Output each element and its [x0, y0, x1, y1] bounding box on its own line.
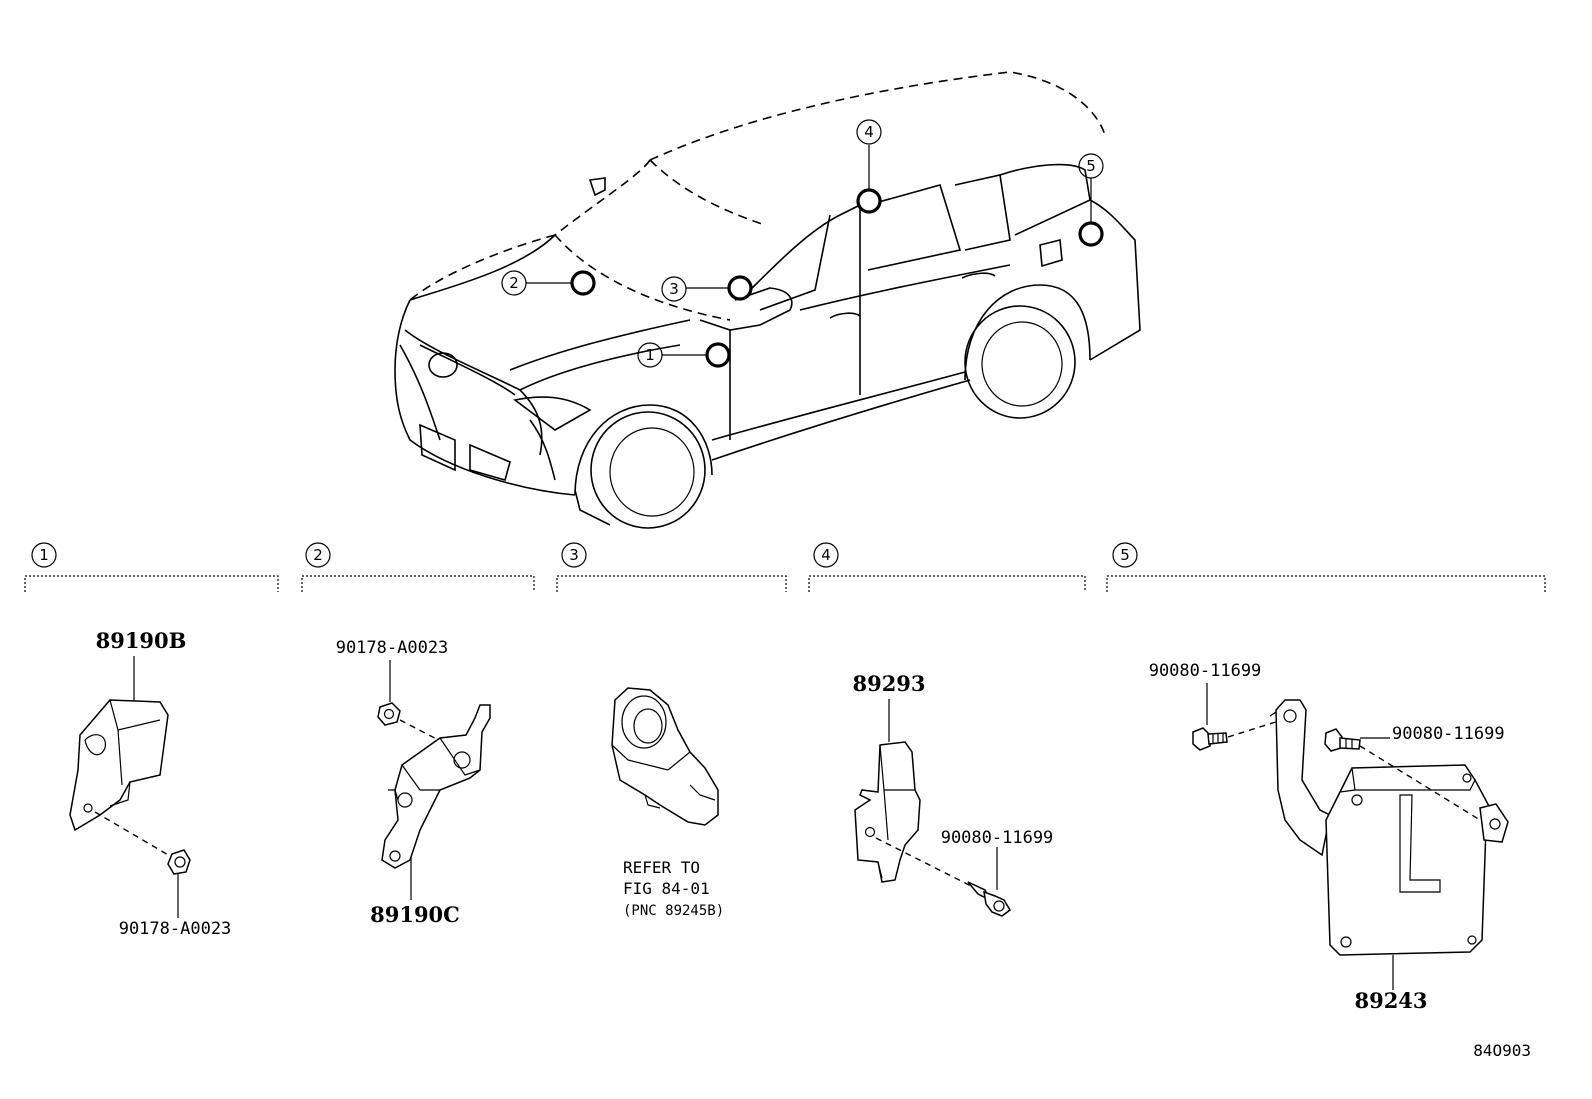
section-headers: 1 2 3 4 5	[24, 542, 1546, 592]
callout-1: 1	[637, 342, 663, 368]
section-5: 90080-11699 90080-11699	[1149, 661, 1509, 1013]
location-marker-5	[1078, 221, 1104, 247]
location-marker-4	[856, 188, 882, 214]
part-label-89190B: 89190B	[96, 628, 187, 653]
location-markers: 1 2 3 4 5	[501, 119, 1104, 368]
location-marker-3	[727, 275, 753, 301]
bolt-90080-11699-s5-right	[1324, 728, 1361, 752]
bolt-90080-11699-s5-left	[1192, 727, 1228, 751]
bolt-90080-11699-s4	[967, 881, 1011, 917]
location-marker-2	[570, 270, 596, 296]
section-header-5: 5	[1106, 542, 1546, 592]
callout-2: 2	[501, 270, 527, 296]
svg-text:1: 1	[39, 546, 49, 564]
section-3: REFER TO FIG 84-01 (PNC 89245B)	[611, 687, 724, 919]
svg-text:3: 3	[669, 280, 679, 298]
section-header-4: 4	[808, 542, 1086, 592]
note-pnc: (PNC 89245B)	[623, 903, 724, 919]
part-label-89243: 89243	[1354, 988, 1427, 1013]
section-header-1: 1	[24, 542, 279, 592]
svg-text:1: 1	[645, 346, 655, 364]
nut-90178-A0023-s1	[167, 849, 191, 875]
part-label-89293: 89293	[852, 671, 925, 696]
callout-3: 3	[661, 276, 687, 302]
sensor-bracket-89190C	[381, 704, 491, 869]
location-marker-1	[705, 342, 731, 368]
svg-text:4: 4	[821, 546, 831, 564]
vehicle-illustration	[394, 71, 1141, 529]
part-label-90178-A0023-s2: 90178-A0023	[336, 638, 449, 658]
nut-90178-A0023-s2	[377, 702, 401, 726]
part-label-90080-11699-s4: 90080-11699	[941, 828, 1054, 848]
svg-text:2: 2	[313, 546, 323, 564]
note-fig: FIG 84-01	[623, 879, 710, 898]
svg-text:2: 2	[509, 274, 519, 292]
note-refer-to: REFER TO	[623, 858, 700, 877]
callout-4: 4	[856, 119, 882, 145]
svg-text:4: 4	[864, 123, 874, 141]
section-4: 89293 90080-11699	[852, 671, 1054, 917]
part-label-90080-11699-s5-right: 90080-11699	[1392, 724, 1505, 744]
steering-angle-sensor	[611, 687, 719, 826]
ecu-89243	[1269, 699, 1509, 956]
part-label-89190C: 89190C	[370, 902, 460, 927]
svg-text:3: 3	[569, 546, 579, 564]
sensor-89293	[854, 741, 921, 883]
section-header-2: 2	[301, 542, 535, 592]
figure-code: 84O903	[1473, 1041, 1531, 1060]
callout-5: 5	[1078, 153, 1104, 179]
part-label-90178-A0023-s1: 90178-A0023	[119, 919, 232, 939]
part-label-90080-11699-s5-left: 90080-11699	[1149, 661, 1262, 681]
svg-text:5: 5	[1120, 546, 1130, 564]
section-header-3: 3	[556, 542, 787, 592]
section-2: 90178-A0023 89190C	[336, 638, 491, 927]
section-1: 89190B 90178-A0023	[69, 628, 232, 939]
svg-text:5: 5	[1086, 157, 1096, 175]
sensor-bracket-89190B	[69, 699, 169, 832]
